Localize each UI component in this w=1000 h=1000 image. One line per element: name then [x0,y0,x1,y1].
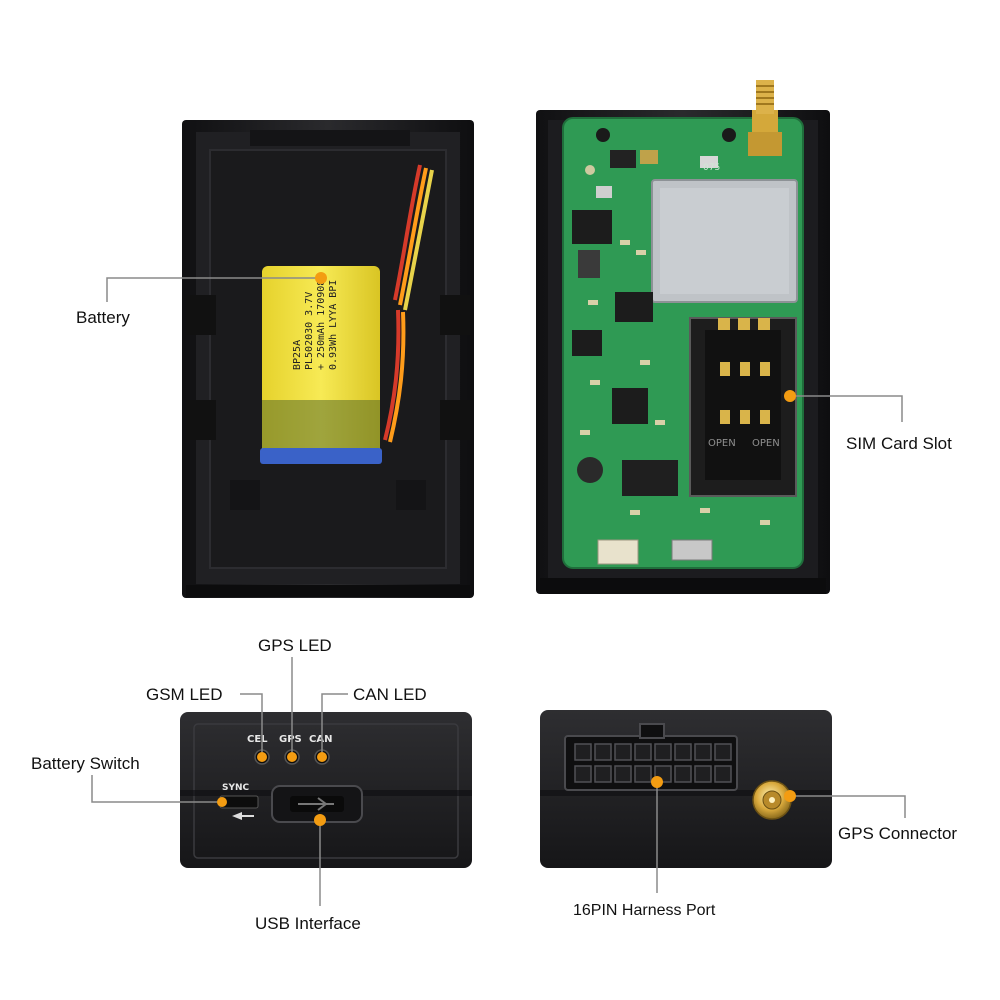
gsm-led-leader [240,693,263,757]
battery-label: Battery [76,308,130,327]
sim-open-text-1: OPEN [708,438,736,449]
battery-print-4: 0.93Wh LYYA BPI [328,280,339,370]
sync-print: SYNC [222,783,250,793]
gps-led-label: GPS LED [258,636,332,655]
circuit-board: OPEN OPEN 075 [562,117,804,569]
gsm-led-label: GSM LED [146,685,223,704]
battery-switch-label: Battery Switch [31,754,140,773]
sim-dot [784,390,796,402]
sma-antenna-port [748,80,782,156]
gps-led-dot [287,752,297,762]
battery-switch-dot [217,797,227,807]
battery-print-3: + 250mAh 170908 [316,280,327,370]
gps-connector-label: GPS Connector [838,824,958,843]
can-led-dot [317,752,327,762]
gps-connector-dot [784,790,796,802]
battery-cell: BP25A PL502030 3.7V + 250mAh 170908 0.93… [260,266,382,464]
led-gps-print: GPS [279,734,302,745]
battery-print-2: PL502030 3.7V [304,292,315,370]
device-back-face [540,710,832,868]
harness-port-label: 16PIN Harness Port [573,902,716,919]
can-led-label: CAN LED [353,685,427,704]
usb-interface-label: USB Interface [255,914,361,933]
usb-dot [314,814,326,826]
battery-wires [383,164,434,443]
gps-connector-leader [790,795,906,818]
pcb-code-text: 075 [703,163,720,173]
battery-leader [106,277,321,302]
battery-print-1: BP25A [292,340,303,370]
sim-card-slot-label: SIM Card Slot [846,434,952,453]
battery-dot [315,272,327,284]
can-led-leader [321,693,348,757]
gsm-led-dot [257,752,267,762]
battery-switch-leader [91,775,222,803]
sim-open-text-2: OPEN [752,438,780,449]
led-can-print: CAN [309,734,332,745]
callout-lines [91,277,906,906]
sim-leader [790,395,903,422]
device-front-face: CEL GPS CAN SYNC [180,712,472,868]
callout-dots [217,272,796,826]
harness-dot [651,776,663,788]
sim-slot: OPEN OPEN 075 [689,163,797,497]
led-cel-print: CEL [247,734,268,745]
